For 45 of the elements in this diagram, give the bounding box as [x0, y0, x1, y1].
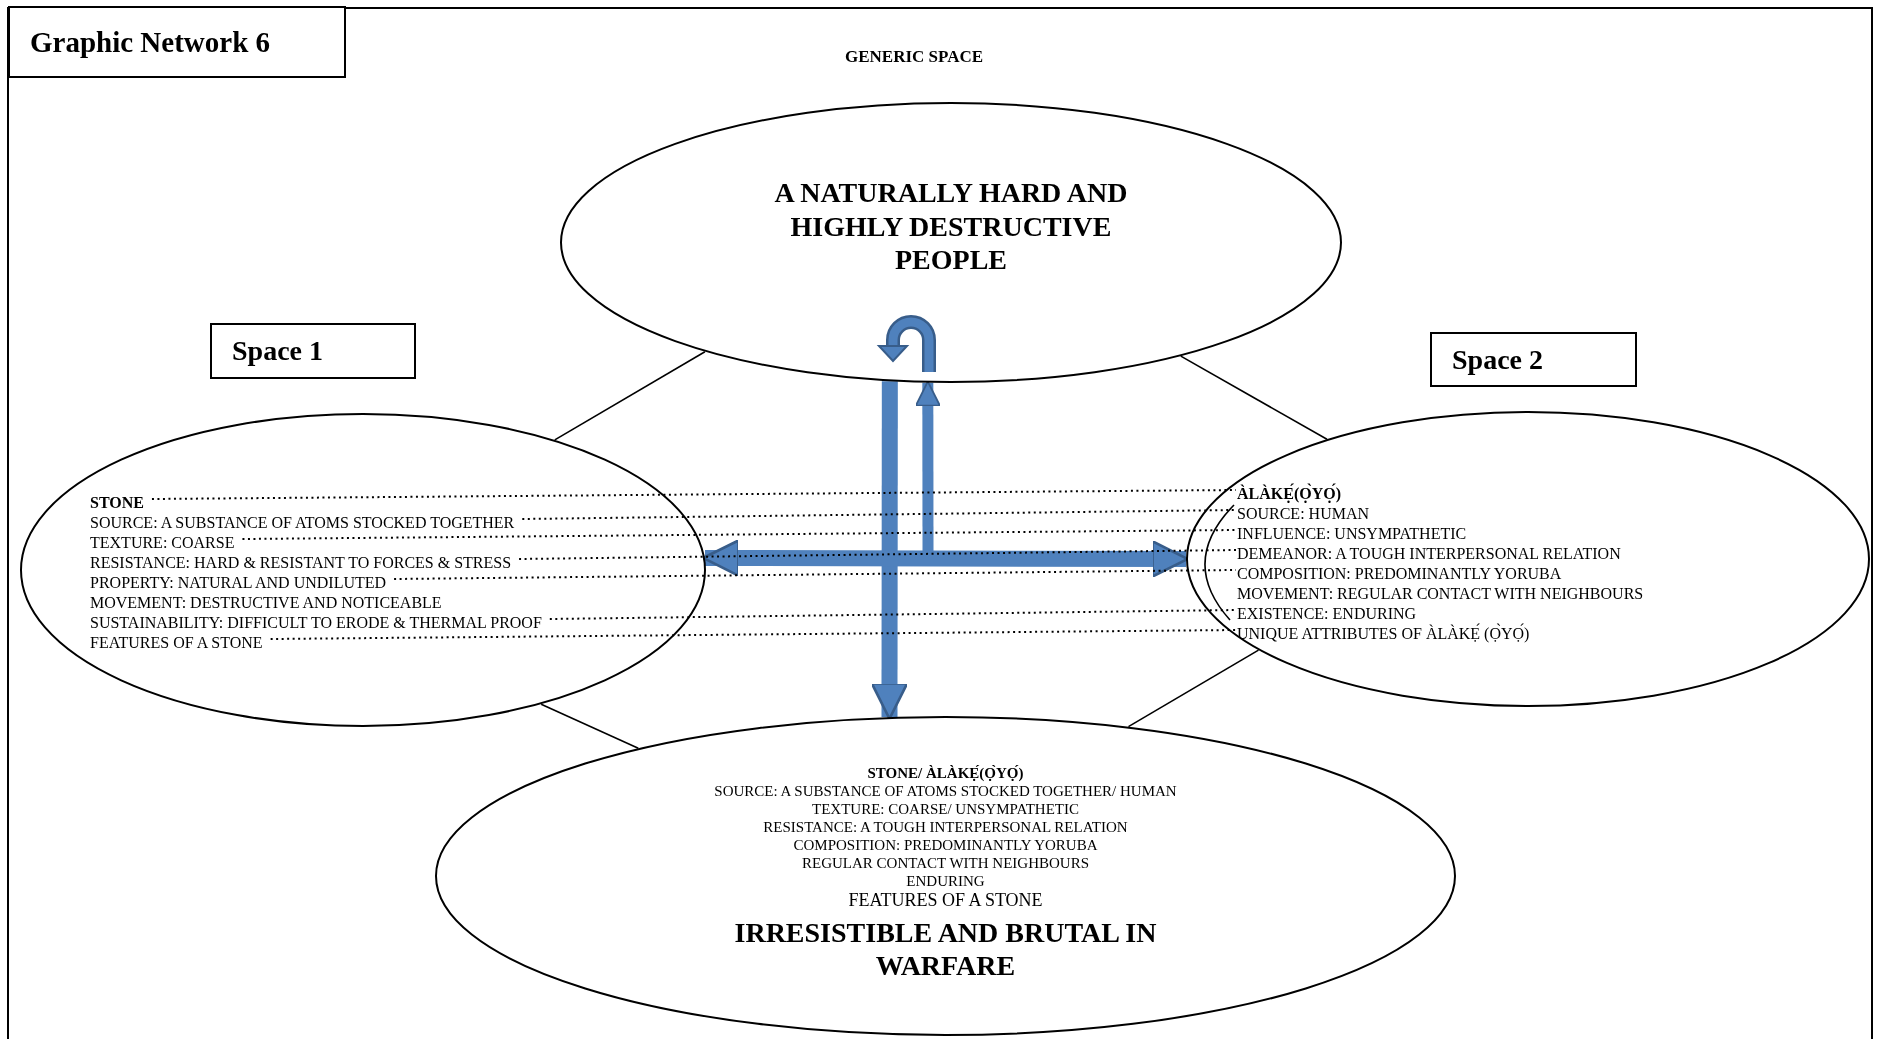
attribute-line: MOVEMENT: DESTRUCTIVE AND NOTICEABLE [90, 593, 442, 613]
block-arrow [914, 380, 941, 551]
blend-heading: STONE/ ÀLÀKẸ́(Ọ̀YỌ́) [867, 764, 1024, 782]
dotted-line [241, 529, 1237, 540]
attribute-line: SOURCE: A SUBSTANCE OF ATOMS STOCKED TOGETHER [90, 513, 515, 533]
space-label: Space 1 [210, 323, 416, 379]
connector-line [1127, 649, 1260, 728]
dotted-line [518, 549, 1237, 560]
attribute-line: EXISTENCE: ENDURING [1237, 604, 1417, 624]
ellipse-outline [20, 413, 706, 727]
conclusion-text: IRRESISTIBLE AND BRUTAL IN WARFARE [733, 915, 1158, 983]
space-heading: STONE [90, 493, 144, 513]
dotted-line [150, 489, 1237, 500]
attribute-line: COMPOSITION: PREDOMINANTLY YORUBA [1237, 564, 1562, 584]
connector-line [1180, 355, 1328, 441]
attribute-line: COMPOSITION: PREDOMINANTLY YORUBA [793, 836, 1098, 854]
blend-statement: A NATURALLY HARD AND HIGHLY DESTRUCTIVE PEOPLE [773, 176, 1129, 277]
dotted-line [548, 609, 1237, 620]
attribute-line: ENDURING [906, 872, 985, 890]
attribute-line: TEXTURE: COARSE [90, 533, 235, 553]
attribute-line: SUSTAINABILITY: DIFFICULT TO ERODE & THERMAL PROOF [90, 613, 542, 633]
space-label: Space 2 [1430, 332, 1637, 387]
attribute-line: RESISTANCE: HARD & RESISTANT TO FORCES & STRESS [90, 553, 512, 573]
attribute-line: FEATURES OF A STONE [848, 890, 1043, 912]
attribute-line: RESISTANCE: A TOUGH INTERPERSONAL RELATION [763, 818, 1128, 836]
connector-line [540, 703, 640, 749]
attribute-line: FEATURES OF A STONE [90, 633, 263, 653]
attribute-line: MOVEMENT: REGULAR CONTACT WITH NEIGHBOURS [1237, 584, 1644, 604]
attribute-line: TEXTURE: COARSE/ UNSYMPATHETIC [812, 800, 1079, 818]
attribute-line: DEMEANOR: A TOUGH INTERPERSONAL RELATION [1237, 544, 1621, 564]
ellipse-outline [435, 716, 1456, 1036]
dotted-line [521, 509, 1237, 520]
space-caption: GENERIC SPACE [845, 47, 984, 67]
space-heading: ÀLÀKẸ́(Ọ̀YỌ́) [1237, 484, 1341, 504]
connector-line [554, 350, 706, 441]
ellipse-outline [560, 102, 1342, 383]
dotted-line [269, 629, 1237, 640]
attribute-line: UNIQUE ATTRIBUTES OF ÀLÀKẸ́ (Ọ̀YỌ́) [1237, 624, 1530, 644]
diagram-title: Graphic Network 6 [8, 6, 346, 78]
attribute-line: REGULAR CONTACT WITH NEIGHBOURS [802, 854, 1089, 872]
attribute-line: PROPERTY: NATURAL AND UNDILUTED [90, 573, 387, 593]
attribute-line: INFLUENCE: UNSYMPATHETIC [1237, 524, 1467, 544]
attribute-line: SOURCE: HUMAN [1237, 504, 1369, 524]
ellipse-outline [1186, 411, 1870, 707]
attribute-line: SOURCE: A SUBSTANCE OF ATOMS STOCKED TOGETHER/ HUMAN [714, 782, 1177, 800]
